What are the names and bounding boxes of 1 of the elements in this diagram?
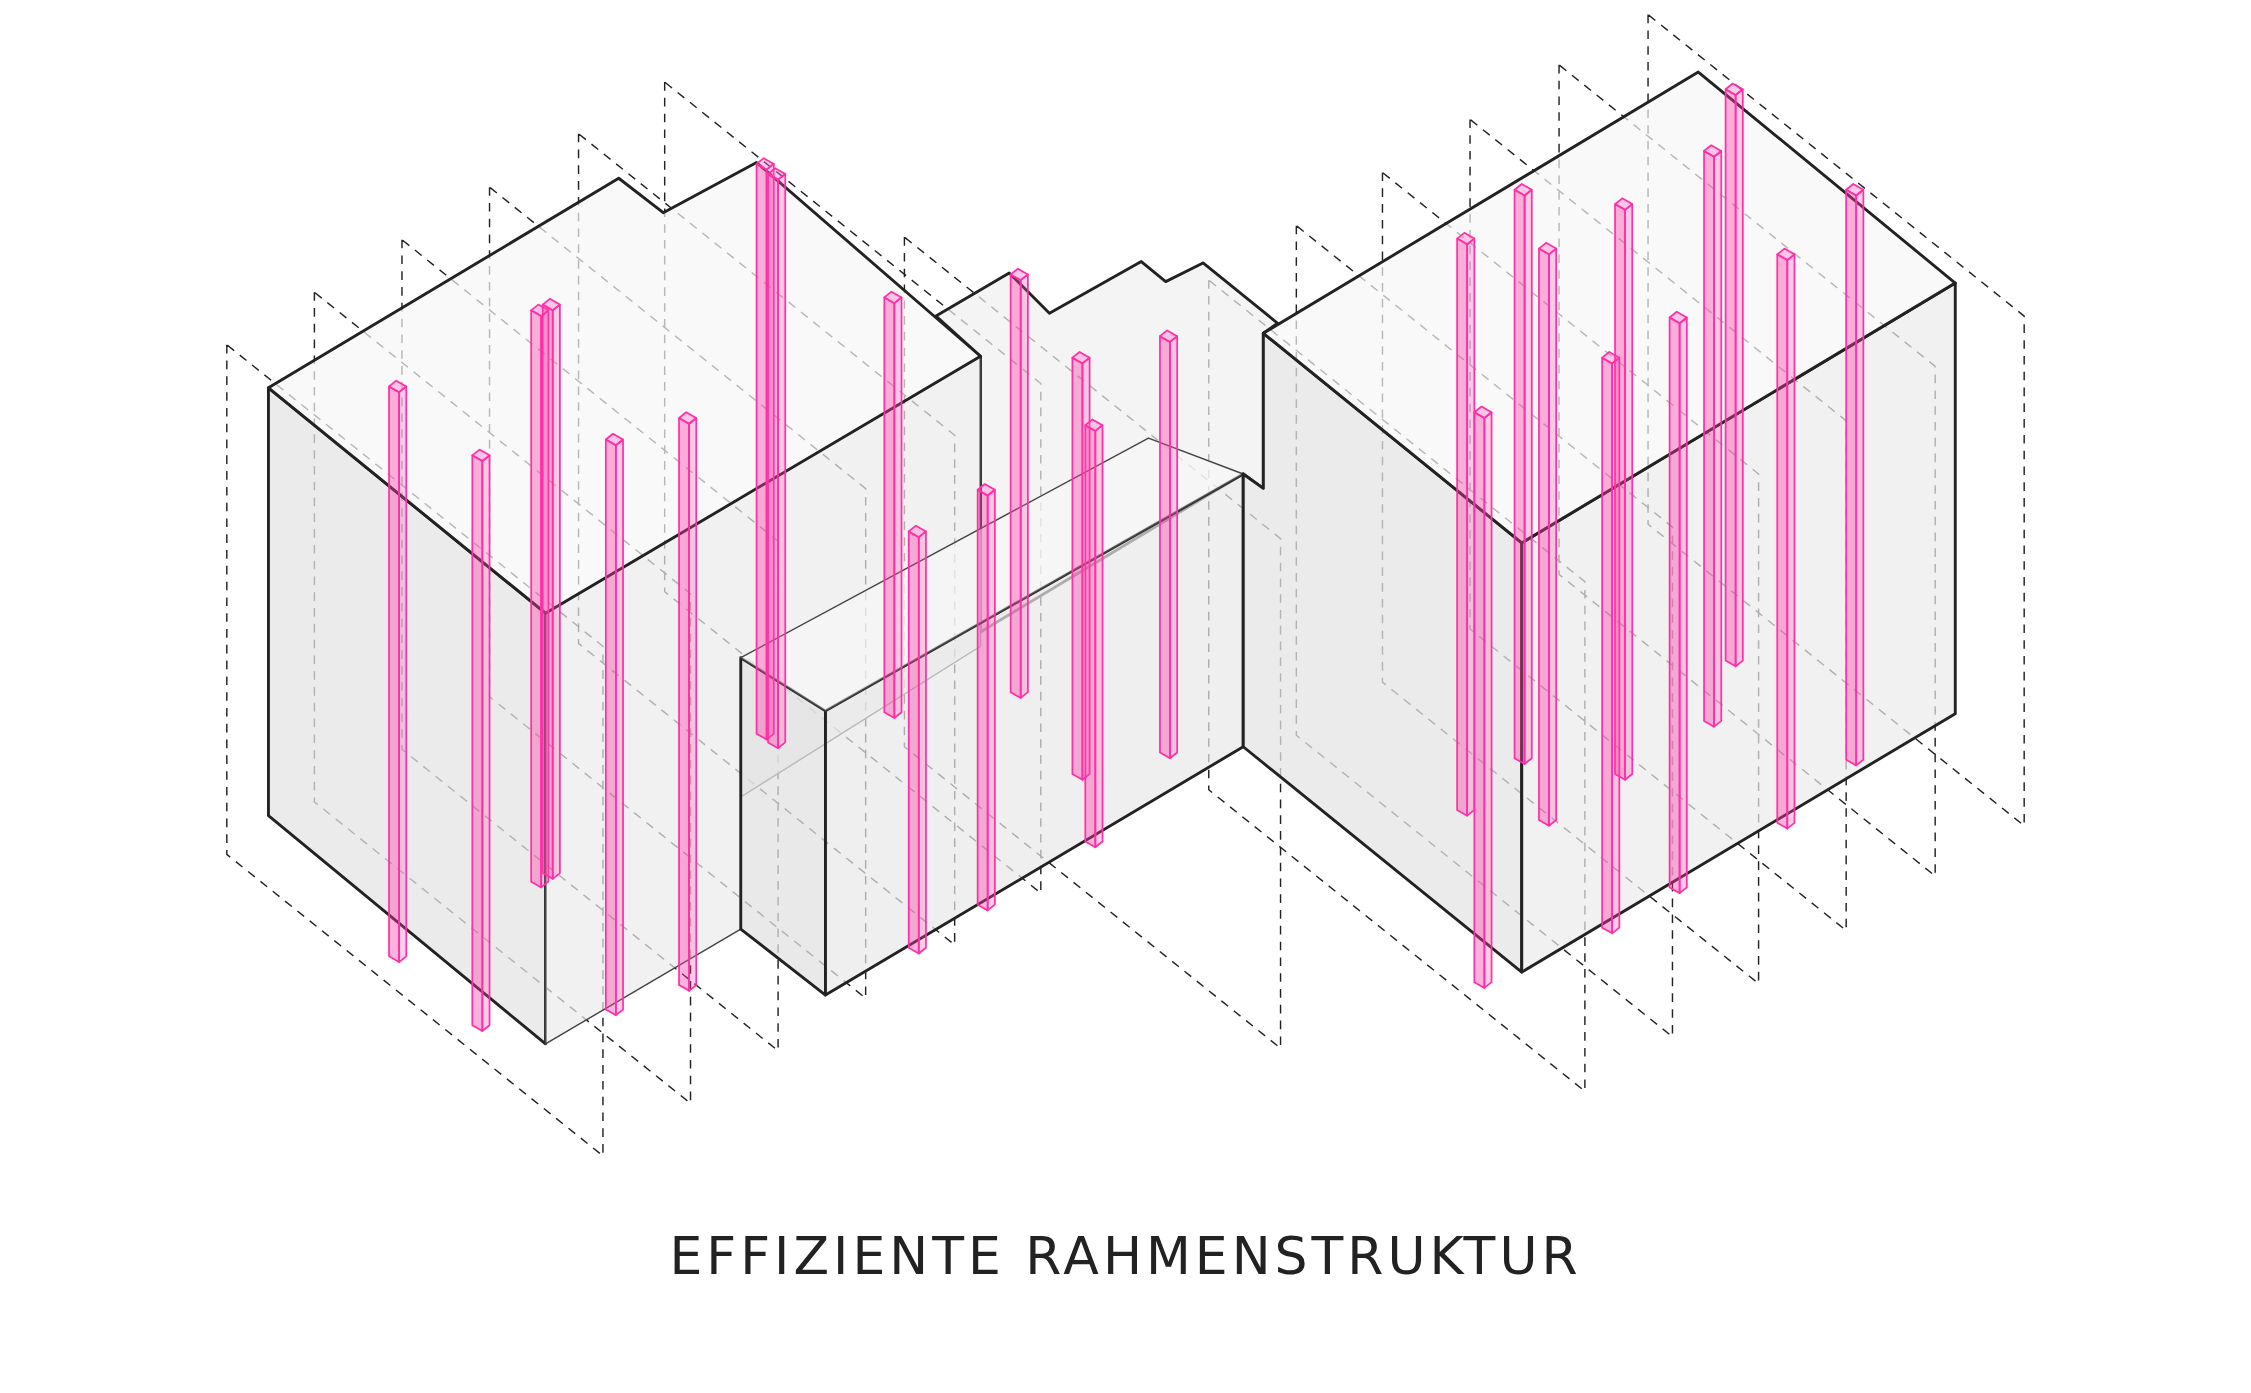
caption: EFFIZIENTE RAHMENSTRUKTUR bbox=[669, 1226, 1582, 1286]
